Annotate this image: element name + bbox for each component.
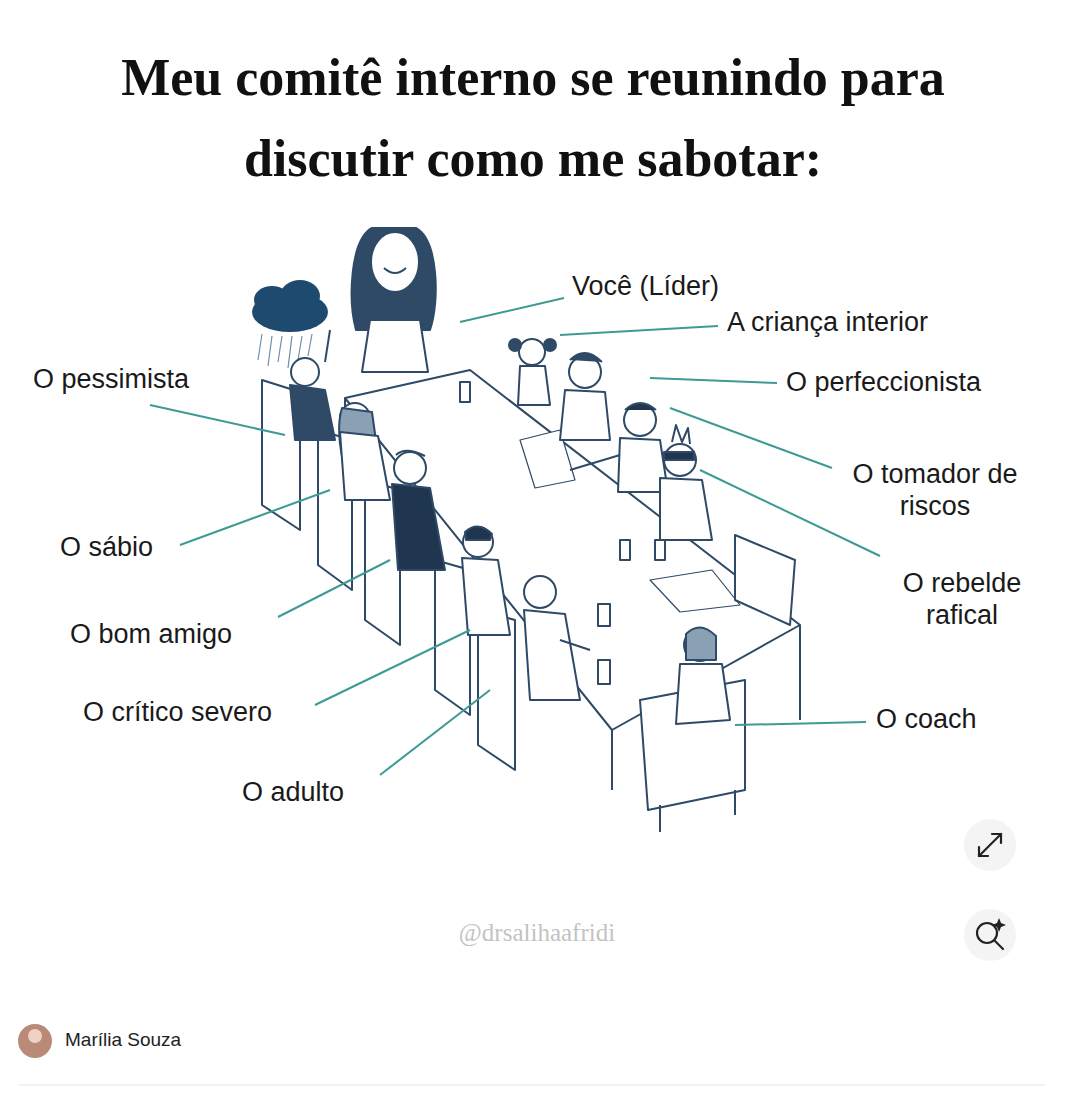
member-label: O sábio <box>60 531 153 563</box>
member-label: O pessimista <box>33 363 189 395</box>
member-label: O rebelde rafical <box>872 567 1052 632</box>
author-name: Marília Souza <box>65 1029 181 1052</box>
member-label: A criança interior <box>727 306 928 338</box>
member-label: O bom amigo <box>70 618 232 650</box>
member-label: O perfeccionista <box>786 366 981 398</box>
member-label: O coach <box>876 703 977 735</box>
title: Meu comitê interno se reunindo para disc… <box>73 38 993 199</box>
member-label: O tomador de riscos <box>840 458 1030 523</box>
member-label: Você (Líder) <box>572 270 719 302</box>
watermark: @drsalihaafridi <box>4 918 1066 948</box>
member-label: O adulto <box>242 776 344 808</box>
member-label: O crítico severo <box>83 696 272 728</box>
